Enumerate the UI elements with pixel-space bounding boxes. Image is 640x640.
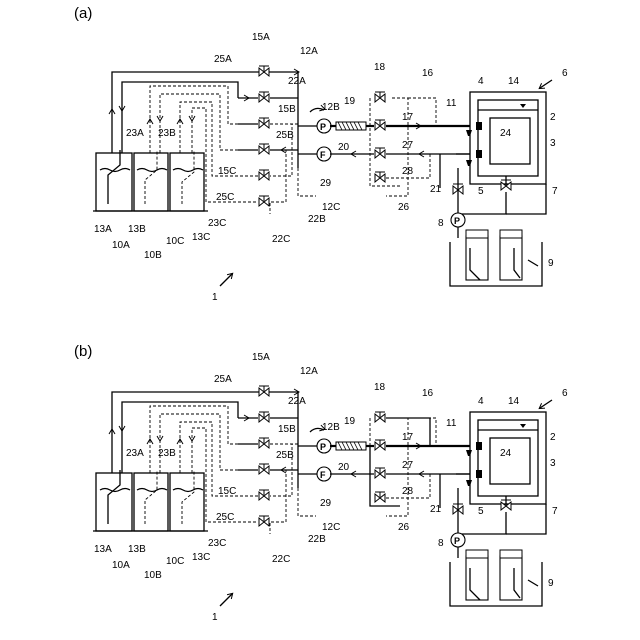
label-15c: 15C <box>218 486 236 497</box>
label-25c: 25C <box>216 192 234 203</box>
label-15b: 15B <box>278 104 296 115</box>
label-25b: 25B <box>276 130 294 141</box>
label-6: 6 <box>562 388 568 399</box>
label-23b: 23B <box>158 128 176 139</box>
label-21: 21 <box>430 184 442 195</box>
label-25a: 25A <box>214 54 232 65</box>
label-13b: 13B <box>128 544 146 555</box>
label-23a: 23A <box>126 448 144 459</box>
label-12c: 12C <box>322 202 340 213</box>
panel-b-title: (b) <box>74 343 92 360</box>
label-20: 20 <box>338 462 350 473</box>
label-19: 19 <box>344 416 356 427</box>
label-17: 17 <box>402 432 414 443</box>
label-23b: 23B <box>158 448 176 459</box>
label-22c: 22C <box>272 554 290 565</box>
label-4: 4 <box>478 396 484 407</box>
label-6: 6 <box>562 68 568 79</box>
label-10b: 10B <box>144 570 162 581</box>
label-28: 28 <box>402 166 414 177</box>
label-25b: 25B <box>276 450 294 461</box>
label-13b: 13B <box>128 224 146 235</box>
label-23c: 23C <box>208 218 226 229</box>
label-12a: 12A <box>300 366 318 377</box>
label-16: 16 <box>422 388 434 399</box>
label-14: 14 <box>508 76 520 87</box>
label-13a: 13A <box>94 544 112 555</box>
label-11: 11 <box>446 98 457 109</box>
label-20: 20 <box>338 142 350 153</box>
label-19: 19 <box>344 96 356 107</box>
label-12b: 12B <box>322 422 340 433</box>
label-27: 27 <box>402 460 414 471</box>
label-15c: 15C <box>218 166 236 177</box>
panel-a <box>93 66 552 286</box>
label-22c: 22C <box>272 234 290 245</box>
label-18: 18 <box>374 382 386 393</box>
label-26: 26 <box>398 522 410 533</box>
label-3: 3 <box>550 138 556 149</box>
label-17: 17 <box>402 112 414 123</box>
label-28: 28 <box>402 486 414 497</box>
label-1: 1 <box>212 292 218 303</box>
label-12b: 12B <box>322 102 340 113</box>
label-10c: 10C <box>166 556 184 567</box>
label-2: 2 <box>550 112 556 123</box>
label-8: 8 <box>438 218 444 229</box>
label-14: 14 <box>508 396 520 407</box>
label-13a: 13A <box>94 224 112 235</box>
label-23c: 23C <box>208 538 226 549</box>
label-22b: 22B <box>308 214 326 225</box>
label-13c: 13C <box>192 552 210 563</box>
label-29: 29 <box>320 178 332 189</box>
label-18: 18 <box>374 62 386 73</box>
label-8: 8 <box>438 538 444 549</box>
label-2: 2 <box>550 432 556 443</box>
label-21: 21 <box>430 504 442 515</box>
label-24: 24 <box>500 448 512 459</box>
panel-b <box>93 386 552 606</box>
label-25c: 25C <box>216 512 234 523</box>
label-22b: 22B <box>308 534 326 545</box>
label-22a: 22A <box>288 76 306 87</box>
label-25a: 25A <box>214 374 232 385</box>
label-5: 5 <box>478 506 484 517</box>
label-1: 1 <box>212 612 218 623</box>
label-26: 26 <box>398 202 410 213</box>
label-24: 24 <box>500 128 512 139</box>
label-4: 4 <box>478 76 484 87</box>
label-3: 3 <box>550 458 556 469</box>
label-23a: 23A <box>126 128 144 139</box>
label-10a: 10A <box>112 240 130 251</box>
label-10c: 10C <box>166 236 184 247</box>
label-27: 27 <box>402 140 414 151</box>
panel-a-title: (a) <box>74 5 92 22</box>
label-15b: 15B <box>278 424 296 435</box>
label-10b: 10B <box>144 250 162 261</box>
label-15a: 15A <box>252 32 270 43</box>
label-16: 16 <box>422 68 434 79</box>
label-10a: 10A <box>112 560 130 571</box>
label-7: 7 <box>552 186 558 197</box>
label-15a: 15A <box>252 352 270 363</box>
label-7: 7 <box>552 506 558 517</box>
label-5: 5 <box>478 186 484 197</box>
label-9: 9 <box>548 258 554 269</box>
label-22a: 22A <box>288 396 306 407</box>
label-12a: 12A <box>300 46 318 57</box>
label-11: 11 <box>446 418 457 429</box>
label-29: 29 <box>320 498 332 509</box>
label-9: 9 <box>548 578 554 589</box>
label-12c: 12C <box>322 522 340 533</box>
label-13c: 13C <box>192 232 210 243</box>
